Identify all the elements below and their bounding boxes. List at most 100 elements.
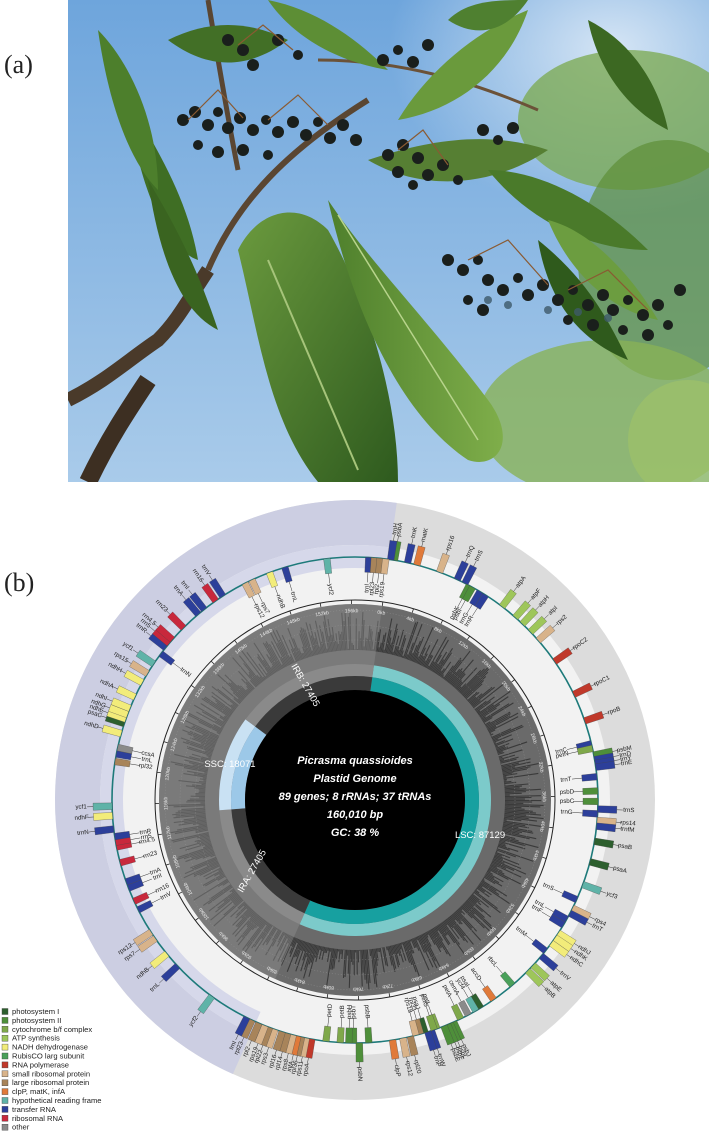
gene-label: psaJ bbox=[411, 996, 421, 1011]
gene-label: ndhG bbox=[90, 698, 107, 710]
gene-box bbox=[183, 597, 202, 617]
tick-mark bbox=[234, 640, 238, 644]
gene-box bbox=[582, 809, 598, 818]
gene-box bbox=[527, 616, 547, 635]
gene-box bbox=[93, 812, 113, 821]
gene-label: rpoA bbox=[302, 1062, 311, 1077]
gene-box bbox=[581, 881, 603, 895]
tick-mark bbox=[381, 601, 384, 606]
gene-box bbox=[248, 578, 262, 596]
gene-box bbox=[323, 558, 332, 575]
tick-mark bbox=[267, 976, 270, 980]
tick-label: 4kb bbox=[405, 616, 415, 624]
gene-label: rpl22 bbox=[253, 1048, 265, 1064]
gene-label: psbI bbox=[452, 607, 464, 621]
gene-leader bbox=[340, 1017, 342, 1028]
tick-label: 108kb bbox=[171, 854, 181, 869]
tick-label: 32kb bbox=[537, 761, 545, 773]
gene-label: ycf4 bbox=[454, 977, 466, 991]
gene-counts: 89 genes; 8 rRNAs; 37 tRNAs bbox=[279, 791, 432, 803]
gene-label: psbC bbox=[560, 798, 575, 805]
gene-box bbox=[161, 963, 181, 982]
gene-box bbox=[595, 760, 616, 771]
gene-box bbox=[266, 571, 278, 588]
gene-leader bbox=[449, 996, 455, 1006]
gene-leader bbox=[613, 755, 620, 757]
gene-label: trnV bbox=[159, 890, 173, 902]
tick-label: 24kb bbox=[516, 705, 526, 718]
legend-label: cytochrome b/f complex bbox=[12, 1025, 92, 1034]
gene-leader bbox=[130, 837, 141, 840]
gene-leader bbox=[102, 710, 109, 713]
legend-swatch bbox=[1, 1026, 9, 1033]
gene-box bbox=[116, 685, 137, 701]
gene-box bbox=[272, 1030, 286, 1052]
tick-label: 104kb bbox=[182, 881, 194, 896]
gene-box bbox=[512, 600, 531, 620]
gene-box bbox=[123, 670, 145, 686]
gene-leader bbox=[527, 598, 533, 604]
gc-histogram bbox=[165, 611, 544, 990]
gene-leader bbox=[159, 978, 164, 984]
gene-box bbox=[404, 543, 416, 564]
gene-leader bbox=[300, 1056, 303, 1063]
gene-box bbox=[436, 552, 450, 574]
gene-label: rps3 bbox=[260, 1051, 271, 1065]
gene-leader bbox=[328, 573, 331, 584]
gene-label: psbB bbox=[363, 1004, 371, 1018]
gene-box bbox=[525, 968, 545, 987]
gene-label: trnN bbox=[77, 829, 89, 837]
gene-label: ycf2 bbox=[326, 583, 334, 596]
gene-leader bbox=[463, 989, 469, 998]
gene-box bbox=[158, 650, 176, 666]
tick-mark bbox=[511, 679, 515, 683]
gene-label: ndhB bbox=[274, 594, 286, 610]
gene-leader bbox=[417, 1008, 421, 1019]
gene-label: rrn4.5 bbox=[138, 836, 156, 846]
gene-leader bbox=[406, 1056, 409, 1063]
gene-box bbox=[581, 773, 598, 782]
gene-leader bbox=[131, 841, 142, 845]
gene-leader bbox=[567, 746, 577, 750]
gene-leader bbox=[172, 662, 182, 669]
gene-leader bbox=[541, 984, 546, 989]
tick-label: 80kb bbox=[323, 983, 335, 990]
tick-label: 88kb bbox=[266, 964, 279, 974]
gene-leader bbox=[612, 750, 619, 752]
gene-label: psbJ bbox=[460, 1043, 472, 1058]
tick-mark bbox=[210, 660, 215, 665]
gene-label: trnS bbox=[473, 549, 484, 562]
gene-box bbox=[499, 589, 517, 609]
gene-label: trnI bbox=[152, 872, 163, 882]
gene-label: ndhI bbox=[94, 691, 108, 702]
tick-label: 96kb bbox=[218, 930, 230, 942]
gene-leader bbox=[88, 831, 95, 833]
gene-leader bbox=[295, 1055, 298, 1062]
gene-box bbox=[451, 1003, 464, 1021]
gene-leader bbox=[457, 598, 463, 608]
gene-leader bbox=[280, 1051, 283, 1058]
tick-mark bbox=[446, 972, 450, 977]
tick-label: 52kb bbox=[504, 902, 515, 915]
tick-mark bbox=[175, 712, 179, 715]
gc-gridline bbox=[164, 609, 546, 991]
tick-label: 20kb bbox=[500, 680, 511, 692]
tick-mark bbox=[319, 602, 322, 608]
gene-leader bbox=[570, 948, 576, 953]
gene-leader bbox=[460, 600, 466, 610]
gene-box bbox=[582, 797, 599, 805]
gene-leader bbox=[570, 647, 576, 651]
tick-mark bbox=[195, 917, 199, 921]
gene-leader bbox=[104, 705, 110, 709]
tick-mark bbox=[190, 685, 195, 688]
legend-swatch bbox=[1, 1035, 9, 1042]
gene-box bbox=[406, 1035, 419, 1057]
gene-leader bbox=[134, 856, 145, 860]
gc-ir-overlay bbox=[158, 604, 383, 980]
gene-box bbox=[234, 1015, 251, 1037]
gene-box bbox=[582, 787, 599, 795]
gene-leader bbox=[260, 1045, 264, 1051]
gene-label: rpl23 bbox=[368, 581, 376, 596]
gene-leader bbox=[100, 715, 107, 718]
gene-leader bbox=[377, 573, 379, 584]
